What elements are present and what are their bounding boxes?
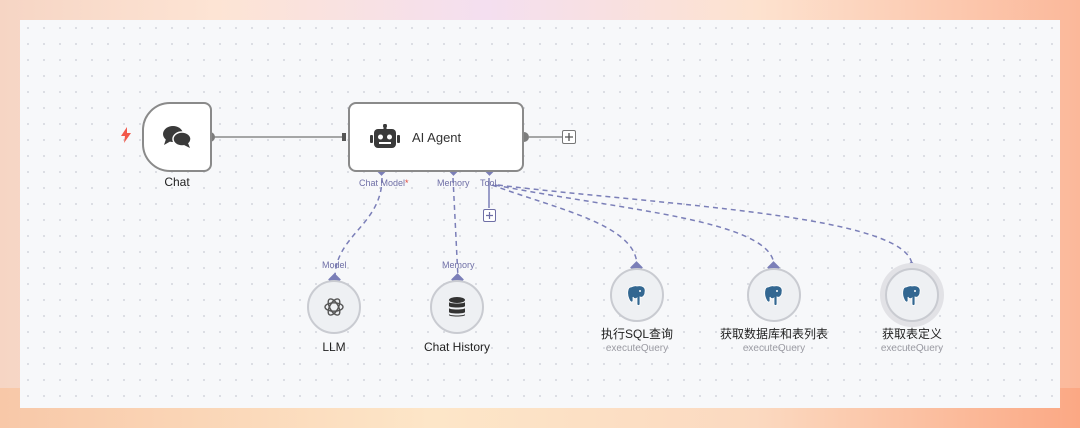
workflow-canvas[interactable]: Chat AI Agent Chat Model* Memory Tool Mo… (20, 20, 1060, 408)
llm-node[interactable] (307, 280, 361, 334)
llm-port-label: Model (322, 260, 347, 270)
postgres-elephant-icon (627, 285, 646, 306)
tool-node-3[interactable] (885, 268, 939, 322)
plus-icon (565, 133, 573, 141)
tool-1-subtitle: executeQuery (605, 343, 669, 354)
memory-node[interactable] (430, 280, 484, 334)
openai-icon (324, 298, 344, 316)
memory-connection (452, 177, 459, 279)
llm-label: LLM (322, 340, 346, 354)
ai-agent-node[interactable]: AI Agent (348, 102, 524, 172)
tool-3-label: 获取表定义 (881, 327, 942, 341)
tool-connection-3 (497, 184, 913, 267)
tool-1-label: 执行SQL查询 (600, 327, 673, 341)
tool-2-label: 获取数据库和表列表 (719, 327, 828, 341)
database-icon (449, 297, 465, 317)
tool-connection-2 (494, 184, 775, 267)
chat-model-port-label: Chat Model* (359, 178, 409, 188)
tool-3-subtitle: executeQuery (880, 343, 944, 354)
add-tool-button[interactable] (483, 209, 496, 222)
tool-node-1[interactable] (610, 268, 664, 322)
agent-input-port[interactable] (342, 133, 346, 141)
tool-port-label: Tool (480, 178, 497, 188)
plus-icon (486, 212, 493, 219)
add-next-node-button[interactable] (562, 130, 576, 144)
chat-trigger-node[interactable] (142, 102, 212, 172)
tool-node-2[interactable] (747, 268, 801, 322)
tool-connection-1 (491, 184, 638, 267)
postgres-elephant-icon (764, 285, 783, 306)
chat-bubbles-icon (163, 126, 192, 148)
memory-label: Chat History (423, 340, 491, 354)
memory-port-label: Memory (437, 178, 470, 188)
chat-trigger-label: Chat (164, 175, 190, 189)
robot-icon (370, 124, 400, 148)
postgres-elephant-icon (902, 285, 921, 306)
tool-2-subtitle: executeQuery (742, 343, 806, 354)
memory-node-port-label: Memory (442, 260, 475, 270)
lightning-bolt-icon (121, 127, 131, 143)
llm-connection (334, 177, 383, 279)
ai-agent-title: AI Agent (412, 129, 462, 145)
